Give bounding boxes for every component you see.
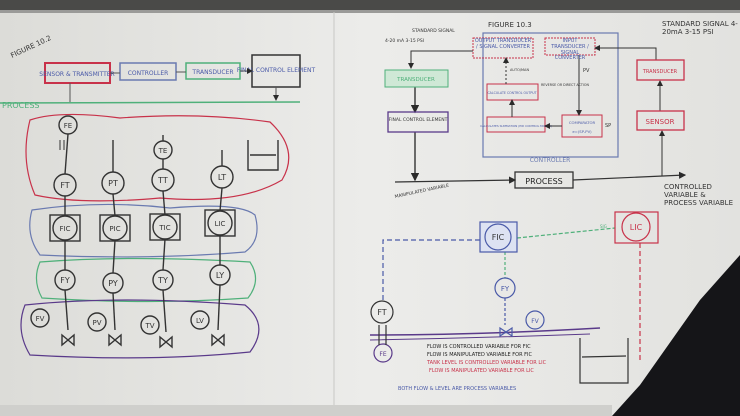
cloud-measurement — [25, 113, 290, 202]
note-2: FLOW IS MANIPULATED VARIABLE FOR FIC — [427, 352, 532, 358]
tag-ft: FT — [60, 181, 69, 190]
loop-fic: FIC — [492, 233, 505, 242]
box-transducer-green: TRANSDUCER — [396, 77, 435, 83]
error-equation: e=(SP-PV) — [572, 129, 592, 134]
box-output-transducer: OUTPUT TRANSDUCER / SIGNAL CONVERTER — [474, 38, 532, 50]
cloud-controllers — [29, 203, 258, 258]
box-comparator: COMPARATOR — [569, 120, 596, 125]
tag-ty: TY — [157, 276, 168, 285]
signal-range-left: 4-20 mA 3-15 PSI — [385, 38, 424, 44]
loop-ft: FT — [377, 308, 386, 317]
note-1: FLOW IS CONTROLLED VARIABLE FOR FIC — [427, 344, 531, 350]
box-input-transducer: INPUT TRANSDUCER / SIGNAL CONVERTER — [551, 38, 589, 62]
loop-lic: LIC — [630, 223, 643, 232]
cloud-transducers — [35, 257, 257, 303]
note-5: BOTH FLOW & LEVEL ARE PROCESS VARIABLES — [398, 386, 516, 392]
tag-pic: PIC — [109, 225, 120, 233]
flow-level-loop: FIC LIC SIG FY FT FE FV FLOW IS CONTROLL… — [369, 211, 659, 392]
sp-label: SP — [605, 123, 611, 129]
auto-man-label: AUTO/MAN — [510, 68, 529, 72]
note-4: FLOW IS MANIPULATED VARIABLE FOR LIC — [429, 368, 534, 374]
loop-fy: FY — [501, 285, 510, 293]
tag-te: TE — [158, 147, 168, 155]
tag-fv: FV — [36, 315, 45, 323]
controlled-variable-label: CONTROLLED VARIABLE & PROCESS VARIABLE — [664, 183, 733, 208]
tag-py: PY — [108, 279, 118, 288]
tag-fe: FE — [64, 122, 72, 130]
box-transducer: TRANSDUCER — [191, 69, 233, 76]
tag-tic: TIC — [158, 224, 170, 232]
loop-fe: FE — [379, 351, 386, 358]
tag-lic: LIC — [215, 220, 226, 228]
note-3: TANK LEVEL IS CONTROLLED VARIABLE FOR LI… — [426, 360, 547, 366]
cloud-valves — [20, 299, 260, 359]
board-tray — [0, 405, 612, 416]
tag-tv: TV — [144, 322, 154, 330]
box-sensor-transmitter: SENSOR & TRANSMITTER — [39, 71, 114, 78]
tag-ly: LY — [216, 271, 224, 280]
box-transducer-red: TRANSDUCER — [642, 69, 678, 75]
box-process: PROCESS — [525, 177, 562, 186]
loop-fv: FV — [531, 318, 539, 325]
box-final-control-element: FINAL CONTROL ELEMENT — [237, 67, 316, 74]
box-controller: CONTROLLER — [128, 70, 169, 77]
standard-signal-left: STANDARD SIGNAL — [412, 28, 455, 34]
process-line — [0, 101, 301, 104]
tag-lt: LT — [218, 173, 226, 182]
box-sensor: SENSOR — [646, 118, 675, 126]
tag-pt: PT — [108, 179, 118, 188]
box-final-control-element-103: FINAL CONTROL ELEMENT — [389, 117, 448, 123]
process-label: PROCESS — [2, 101, 39, 110]
tag-fic: FIC — [60, 225, 71, 233]
tag-pv: PV — [92, 319, 101, 327]
controller-label: CONTROLLER — [530, 157, 571, 164]
loop-signal-label: SIG — [600, 224, 607, 229]
box-calculate-output: CALCULATE CONTROL OUTPUT — [487, 91, 536, 95]
figure-10-3: FIGURE 10.3 4-20 mA 3-15 PSI STANDARD SI… — [384, 21, 687, 200]
tag-fy: FY — [60, 276, 70, 285]
tag-tt: TT — [157, 176, 168, 185]
tag-lv: LV — [196, 317, 204, 325]
board-frame-top — [0, 0, 740, 10]
pv-label: PV — [583, 68, 590, 74]
box-calculates-summation: CALCULATES SUMMATION (PID CONTROL MODES) — [480, 124, 552, 128]
reverse-direct-label: REVERSE OR DIRECT ACTION — [541, 83, 589, 87]
foreground-dark-object — [612, 255, 740, 416]
fig103-title: FIGURE 10.3 — [488, 21, 532, 29]
standard-signal-right: STANDARD SIGNAL 4-20mA 3-15 PSI — [662, 20, 738, 37]
